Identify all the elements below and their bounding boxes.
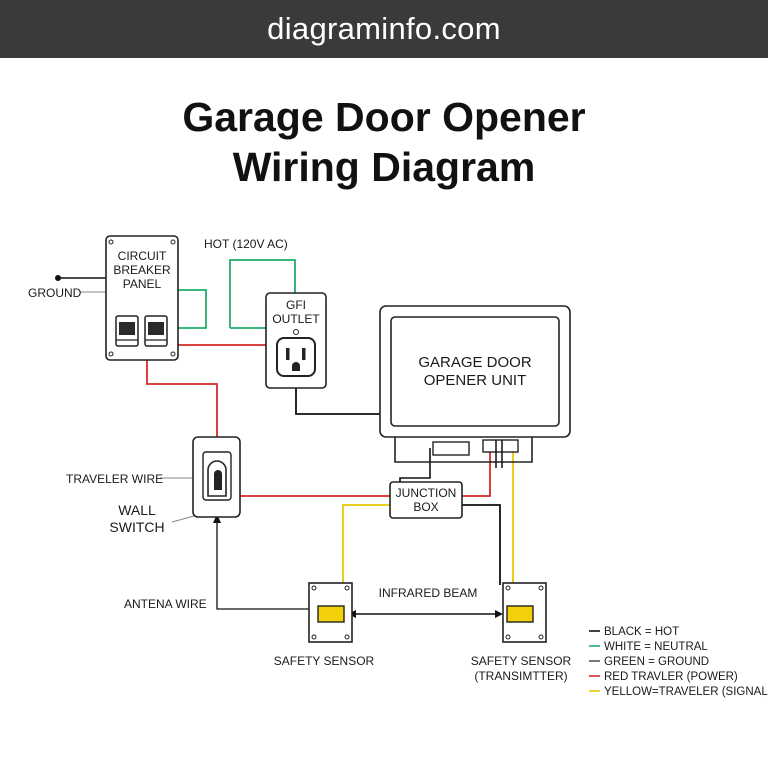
panel-screw bbox=[108, 239, 114, 245]
legend-text: YELLOW=TRAVELER (SIGNAL) bbox=[604, 686, 768, 698]
switch-label-leader bbox=[171, 515, 195, 523]
legend-item: YELLOW=TRAVELER (SIGNAL) bbox=[589, 686, 768, 698]
antenna-wire bbox=[216, 518, 309, 610]
site-name[interactable]: diagraminfo.com bbox=[267, 11, 501, 46]
breaker-label-2: BREAKER bbox=[113, 263, 171, 277]
antenna-wire-label: ANTENA WIRE bbox=[124, 597, 207, 611]
safety-sensor-left bbox=[308, 582, 353, 643]
legend-text: RED TRAVLER (POWER) bbox=[604, 671, 738, 683]
opener-label-1: GARAGE DOOR bbox=[418, 354, 532, 371]
wall-switch-label-2: SWITCH bbox=[109, 519, 164, 535]
site-banner: diagraminfo.com bbox=[0, 0, 768, 58]
breaker-switch-left bbox=[115, 315, 139, 347]
infrared-beam-label: INFRARED BEAM bbox=[379, 586, 478, 600]
antenna-arrow-icon bbox=[213, 514, 221, 523]
breaker-label-3: PANEL bbox=[123, 277, 162, 291]
sensor-lens-left bbox=[317, 605, 345, 623]
outlet-ground-hole bbox=[292, 362, 300, 371]
breaker-label-1: CIRCUIT bbox=[118, 249, 167, 263]
opener-terminal-block bbox=[432, 441, 470, 456]
safety-sensor-right-label-1: SAFETY SENSOR bbox=[471, 654, 572, 668]
legend-text: GREEN = GROUND bbox=[604, 656, 709, 668]
panel-screw bbox=[170, 239, 176, 245]
panel-screw bbox=[108, 351, 114, 357]
breaker-switch-right bbox=[144, 315, 168, 347]
outlet-screw bbox=[293, 329, 299, 335]
sensor-lens-right bbox=[506, 605, 534, 623]
junction-to-right-sensor-black-wire bbox=[462, 504, 501, 585]
page-title: Garage Door Opener Wiring Diagram bbox=[0, 92, 768, 192]
legend-text: BLACK = HOT bbox=[604, 626, 679, 638]
legend-text: WHITE = NEUTRAL bbox=[604, 641, 708, 653]
junction-label-1: JUNCTION bbox=[396, 486, 457, 500]
junction-label-2: BOX bbox=[413, 500, 438, 514]
gfi-label-1: GFI bbox=[286, 298, 306, 312]
ground-label: GROUND bbox=[28, 286, 82, 300]
title-line-1: Garage Door Opener bbox=[182, 94, 586, 140]
beam-arrow-right-icon bbox=[495, 610, 503, 618]
outlet-slot-right bbox=[302, 348, 306, 360]
junction-to-opener-red-wire bbox=[462, 452, 491, 497]
opener-terminal-base bbox=[394, 437, 533, 463]
gfi-label-2: OUTLET bbox=[272, 312, 320, 326]
panel-screw bbox=[170, 351, 176, 357]
breaker-to-switch-red-wire bbox=[146, 345, 218, 437]
legend-item: RED TRAVLER (POWER) bbox=[589, 671, 738, 683]
junction-box bbox=[389, 481, 463, 519]
opener-unit-panel bbox=[390, 316, 560, 427]
junction-to-left-sensor-yellow-wire bbox=[342, 504, 390, 595]
safety-sensor-left-label: SAFETY SENSOR bbox=[274, 654, 375, 668]
legend-item: GREEN = GROUND bbox=[589, 656, 709, 668]
wall-switch-label-1: WALL bbox=[118, 502, 156, 518]
safety-sensor-right-label-2: (TRANSIMTTER) bbox=[474, 669, 567, 683]
hot-label: HOT (120V AC) bbox=[204, 237, 288, 251]
outlet-receptacle bbox=[276, 337, 316, 377]
title-line-2: Wiring Diagram bbox=[232, 144, 536, 190]
legend-item: WHITE = NEUTRAL bbox=[589, 641, 708, 653]
wire-color-legend: BLACK = HOT WHITE = NEUTRAL GREEN = GROU… bbox=[589, 626, 768, 698]
hot-green-wire bbox=[229, 259, 296, 328]
switch-button-dark bbox=[214, 470, 222, 490]
breaker-green-loop bbox=[178, 289, 207, 329]
opener-label-2: OPENER UNIT bbox=[424, 372, 527, 389]
traveler-wire-label: TRAVELER WIRE bbox=[66, 472, 163, 486]
outlet-slot-left bbox=[286, 348, 290, 360]
safety-sensor-right bbox=[502, 582, 547, 643]
gfi-to-opener-black-wire bbox=[295, 388, 380, 415]
legend-item: BLACK = HOT bbox=[589, 626, 679, 638]
opener-terminal-screws bbox=[482, 439, 519, 453]
